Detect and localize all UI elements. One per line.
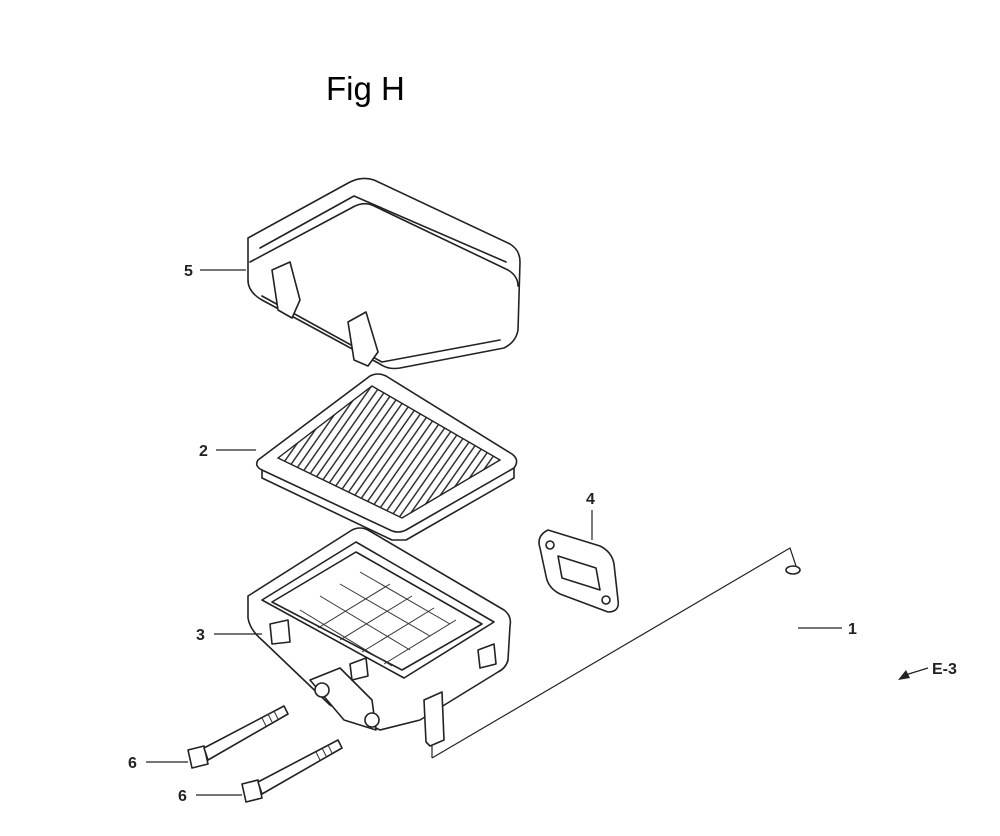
callout-label-3: 3 [196,627,205,644]
reference-e3: E-3 [898,661,957,680]
cover-latch-left [271,261,301,319]
callout-label-2: 2 [199,443,208,460]
callout-label-5: 5 [184,263,193,280]
callout-6-upper: 6 [128,755,188,772]
callout-label-1: 1 [848,621,857,638]
callout-4: 4 [586,491,595,540]
bolt-upper [187,705,289,769]
breather-routing-line [431,547,797,759]
air-filter-element [255,373,518,541]
air-cleaner-case [247,527,512,747]
callout-6-lower: 6 [178,788,242,805]
callout-5: 5 [184,263,246,280]
callout-label-6a: 6 [128,755,137,772]
intake-gasket [538,529,620,613]
breather-tube [781,565,901,718]
callout-3: 3 [196,627,262,644]
callout-2: 2 [199,443,256,460]
bolt-lower [241,739,343,803]
air-cleaner-cover [247,177,521,370]
cover-latch-right [347,311,379,367]
callout-label-4: 4 [586,491,595,508]
callout-label-6b: 6 [178,788,187,805]
figure-title: Fig H [326,70,405,107]
arrow-icon [898,670,910,680]
callout-1: 1 [798,621,857,638]
reference-label-e3: E-3 [932,661,957,678]
